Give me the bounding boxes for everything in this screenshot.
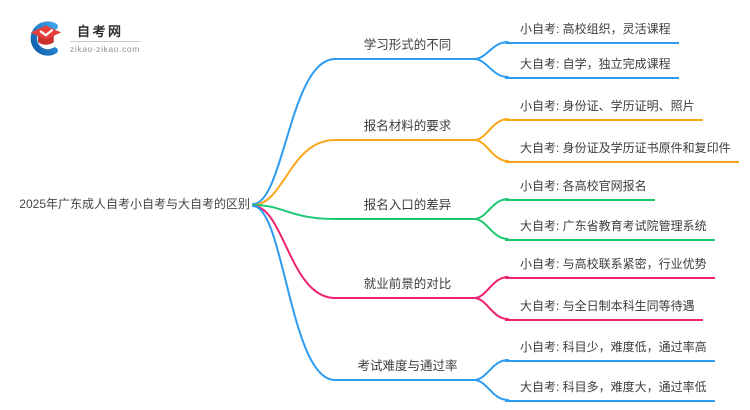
branch-0-child-1-link — [473, 58, 509, 78]
branch-1-child-1-link — [473, 139, 509, 162]
leaf-node[interactable]: 大自考: 与全日制本科生同等待遇 — [505, 298, 703, 321]
leaf-node[interactable]: 小自考: 身份证、学历证明、照片 — [505, 98, 703, 121]
leaf-node[interactable]: 小自考: 各高校官网报名 — [505, 178, 655, 201]
branch-label-difficulty[interactable]: 考试难度与通过率 — [357, 359, 458, 373]
logo-domain: zikao-zikao.com — [70, 43, 140, 54]
logo-text-block: 自考网 zikao-zikao.com — [70, 24, 140, 54]
branch-3-child-0-link — [473, 276, 509, 299]
branch-1-child-0-link — [473, 118, 509, 141]
branch-3-link — [252, 205, 475, 299]
leaf-node[interactable]: 大自考: 广东省教育考试院管理系统 — [505, 218, 715, 241]
site-logo: 自考网 zikao-zikao.com — [26, 20, 140, 57]
leaf-node[interactable]: 大自考: 身份证及学历证书原件和复印件 — [505, 140, 739, 163]
branch-label-learning-form[interactable]: 学习形式的不同 — [363, 38, 452, 52]
branch-0-child-0-link — [473, 41, 509, 60]
branch-3-child-1-link — [473, 297, 509, 320]
branch-label-entrance[interactable]: 报名入口的差异 — [363, 198, 452, 212]
branch-0-link — [252, 58, 475, 205]
branch-4-link — [252, 205, 475, 381]
leaf-node[interactable]: 小自考: 与高校联系紧密，行业优势 — [505, 256, 715, 279]
branch-2-child-1-link — [473, 218, 509, 240]
leaf-node[interactable]: 大自考: 自学，独立完成课程 — [505, 56, 679, 79]
branch-label-materials[interactable]: 报名材料的要求 — [363, 119, 452, 133]
logo-title: 自考网 — [77, 23, 124, 39]
leaf-node[interactable]: 小自考: 高校组织，灵活课程 — [505, 21, 679, 44]
leaf-node[interactable]: 大自考: 科目多，难度大，通过率低 — [505, 379, 715, 402]
leaf-node[interactable]: 小自考: 科目少，难度低，通过率高 — [505, 339, 715, 362]
branch-label-employment[interactable]: 就业前景的对比 — [363, 277, 452, 291]
logo-divider — [70, 40, 140, 42]
branch-1-link — [252, 139, 475, 206]
root-topic[interactable]: 2025年广东成人自考小自考与大自考的区别 — [19, 197, 250, 211]
branch-4-child-1-link — [473, 379, 509, 401]
graduation-cap-icon — [30, 21, 62, 56]
branch-2-link — [252, 204, 475, 220]
branch-2-child-0-link — [473, 198, 509, 220]
branch-4-child-0-link — [473, 359, 509, 381]
